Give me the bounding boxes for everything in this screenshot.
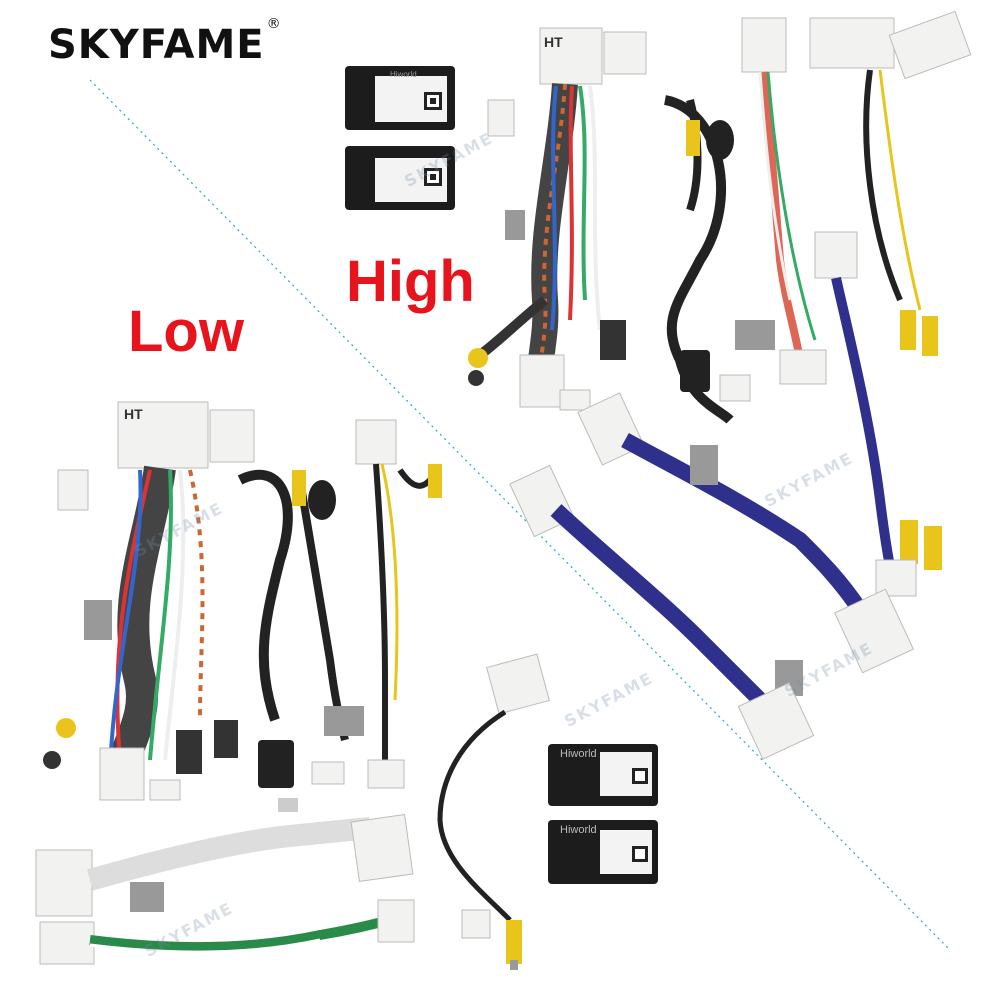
blue-extension-harness-1 — [577, 392, 914, 674]
can-module-bottom-2 — [548, 820, 658, 884]
connector-ht-text-1: HT — [544, 34, 563, 50]
low-small-harness — [355, 419, 442, 789]
module-maker-text-1: Hiworld — [390, 70, 417, 79]
registered-mark: ® — [266, 16, 282, 32]
connector-ht-text-2: HT — [124, 406, 143, 422]
slim-harness-orange — [741, 17, 827, 385]
low-white-extension-harness — [35, 813, 414, 917]
label-low: Low — [128, 299, 244, 364]
high-main-harness — [468, 27, 647, 411]
label-high: High — [346, 249, 475, 314]
blue-extension-harness-2 — [509, 464, 815, 760]
camera-adapter-cable — [437, 653, 550, 970]
can-module-top-1 — [345, 66, 455, 130]
low-black-cable — [237, 469, 364, 812]
low-main-harness — [43, 401, 255, 801]
module-maker-text-3: Hiworld — [560, 824, 597, 836]
brand-logo: SKYFAME® — [48, 16, 282, 68]
high-black-cable — [663, 95, 775, 424]
rca-harness-top-right — [809, 10, 972, 356]
can-module-top-2 — [345, 146, 455, 210]
blue-harness-vertical — [814, 231, 942, 597]
brand-name: SKYFAME — [48, 22, 265, 68]
module-maker-text-2: Hiworld — [560, 748, 597, 760]
low-green-extension-harness — [39, 899, 415, 965]
can-module-bottom-1 — [548, 744, 658, 806]
